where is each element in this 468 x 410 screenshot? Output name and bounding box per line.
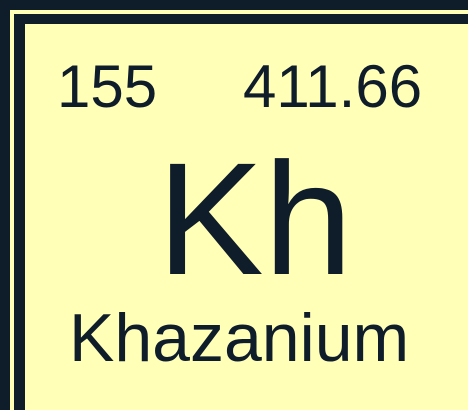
atomic-mass: 411.66 bbox=[243, 53, 423, 120]
tile-outer-border bbox=[10, 10, 468, 410]
element-symbol: Kh bbox=[157, 129, 353, 308]
atomic-number: 155 bbox=[57, 53, 158, 120]
element-name: Khazanium bbox=[69, 300, 410, 376]
tile-inner-panel bbox=[25, 24, 468, 410]
